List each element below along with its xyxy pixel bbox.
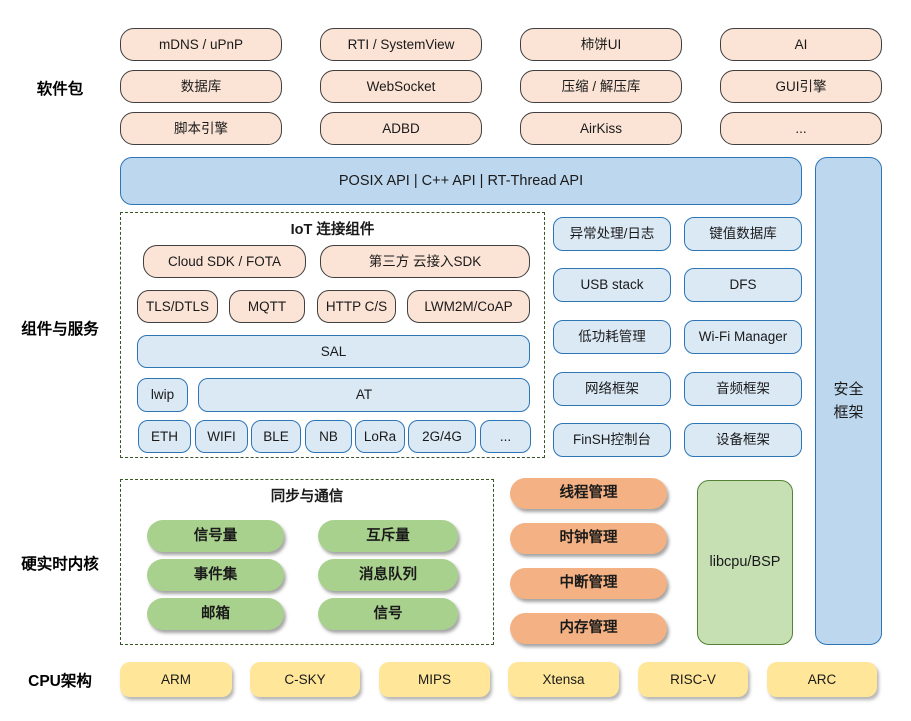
row-label-cpu-architecture: CPU架构 (28, 673, 92, 690)
svc-box-low-power-mgmt: 低功耗管理 (553, 320, 671, 354)
iot-box-wifi: WIFI (195, 420, 248, 453)
iot-box-cloud-sdk-fota: Cloud SDK / FOTA (143, 245, 306, 278)
kernel-box-thread-mgmt: 线程管理 (510, 478, 667, 509)
row-label-software-packages: 软件包 (36, 81, 84, 98)
kernel-box-clock-mgmt: 时钟管理 (510, 523, 667, 554)
iot-box-nb: NB (305, 420, 352, 453)
kernel-box-mutex: 互斥量 (318, 520, 458, 552)
pkg-box-websocket: WebSocket (320, 70, 482, 103)
svc-box-network-framework: 网络框架 (553, 372, 671, 406)
libcpu-bsp-box: libcpu/BSP (697, 480, 793, 645)
pkg-box-ai: AI (720, 28, 882, 61)
pkg-box-gui-engine: GUI引擎 (720, 70, 882, 103)
iot-box-third-party-cloud-sdk: 第三方 云接入SDK (320, 245, 530, 278)
pkg-box-database: 数据库 (120, 70, 282, 103)
iot-box-eth: ETH (138, 420, 191, 453)
cpu-box-risc-v: RISC-V (638, 662, 748, 697)
kernel-box-signal: 信号 (318, 598, 458, 630)
sync-group-title: 同步与通信 (270, 489, 344, 505)
row-label-hard-realtime-kernel: 硬实时内核 (21, 556, 99, 573)
api-band: POSIX API | C++ API | RT-Thread API (120, 157, 802, 205)
iot-box-at: AT (198, 378, 530, 412)
kernel-box-message-queue: 消息队列 (318, 559, 458, 591)
pkg-box-more: ... (720, 112, 882, 145)
kernel-box-interrupt-mgmt: 中断管理 (510, 568, 667, 599)
kernel-box-mailbox: 邮箱 (147, 598, 284, 630)
iot-box-sal: SAL (137, 335, 530, 368)
cpu-box-mips: MIPS (379, 662, 490, 697)
kernel-box-semaphore: 信号量 (147, 520, 284, 552)
svc-box-wifi-manager: Wi-Fi Manager (684, 320, 802, 354)
iot-box-lwip: lwip (137, 378, 188, 412)
iot-box-more: ... (480, 420, 531, 453)
iot-box-http-cs: HTTP C/S (317, 290, 396, 323)
pkg-box-compression-lib: 压缩 / 解压库 (520, 70, 682, 103)
row-label-components-services: 组件与服务 (21, 321, 99, 338)
cpu-box-xtensa: Xtensa (508, 662, 619, 697)
svc-box-usb-stack: USB stack (553, 268, 671, 302)
svc-box-device-framework: 设备框架 (684, 423, 802, 457)
iot-box-2g-4g: 2G/4G (408, 420, 476, 453)
iot-box-tls-dtls: TLS/DTLS (137, 290, 218, 323)
iot-box-lwm2m-coap: LWM2M/CoAP (407, 290, 530, 323)
pkg-box-rti-systemview: RTI / SystemView (320, 28, 482, 61)
security-framework-bar: 安全 框架 (815, 157, 882, 645)
iot-connectivity-group: IoT 连接组件 (120, 212, 545, 458)
pkg-box-adbd: ADBD (320, 112, 482, 145)
kernel-box-event-set: 事件集 (147, 559, 284, 591)
pkg-box-persimmon-ui: 柿饼UI (520, 28, 682, 61)
svc-box-dfs: DFS (684, 268, 802, 302)
pkg-box-script-engine: 脚本引擎 (120, 112, 282, 145)
cpu-box-c-sky: C-SKY (250, 662, 360, 697)
iot-box-mqtt: MQTT (229, 290, 305, 323)
cpu-box-arm: ARM (120, 662, 232, 697)
svc-box-audio-framework: 音频框架 (684, 372, 802, 406)
svc-box-exception-log: 异常处理/日志 (553, 217, 671, 251)
iot-group-title: IoT 连接组件 (290, 222, 375, 238)
svc-box-finsh-console: FinSH控制台 (553, 423, 671, 457)
svc-box-kv-database: 键值数据库 (684, 217, 802, 251)
pkg-box-airkiss: AirKiss (520, 112, 682, 145)
iot-box-ble: BLE (251, 420, 301, 453)
cpu-box-arc: ARC (767, 662, 877, 697)
iot-box-lora: LoRa (355, 420, 405, 453)
pkg-box-mdns-upnp: mDNS / uPnP (120, 28, 282, 61)
kernel-box-memory-mgmt: 内存管理 (510, 613, 667, 644)
sync-communication-group: 同步与通信 (120, 479, 494, 645)
